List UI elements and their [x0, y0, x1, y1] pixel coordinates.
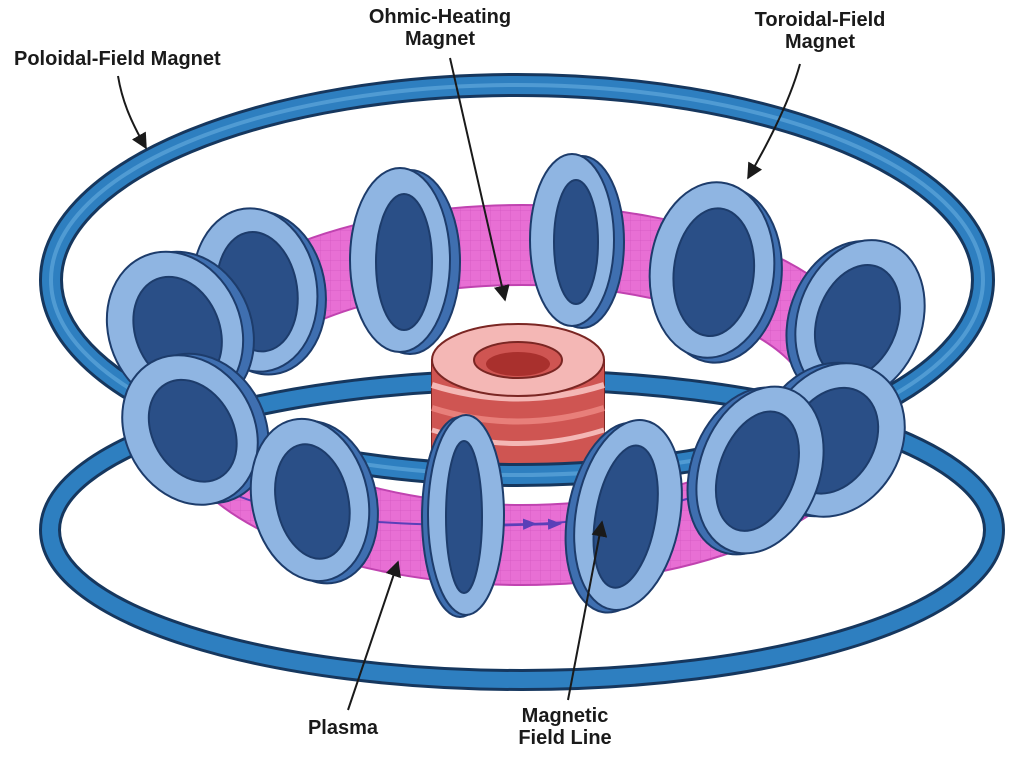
tf-coil-left-2 — [121, 352, 270, 506]
label-line-1: Ohmic-Heating — [368, 6, 512, 28]
tf-coil-front-2 — [421, 414, 505, 618]
tf-coil-back-3 — [529, 153, 625, 329]
tf-coil-back-2 — [349, 167, 461, 355]
tf-coil-front-4 — [686, 385, 825, 556]
label-line-2: Magnet — [785, 31, 855, 53]
arrow-field-line — [567, 520, 608, 701]
label-line-2: Magnet — [405, 28, 475, 50]
poloidal-field-magnet-upper — [39, 73, 995, 487]
leader-arrows — [117, 57, 801, 711]
arrow-toroidal — [747, 63, 801, 180]
tf-coil-back-4 — [648, 181, 783, 364]
label-magnetic-field-line: Magnetic Field Line — [490, 705, 640, 749]
tf-coil-right-1 — [785, 239, 926, 402]
label-line-1: Magnetic — [521, 705, 609, 727]
arrow-poloidal — [117, 75, 147, 150]
label-toroidal-field-magnet: Toroidal-Field Magnet — [725, 9, 915, 53]
label-line-1: Toroidal-Field — [754, 9, 886, 31]
tf-coil-front-1 — [249, 417, 379, 585]
label-text: Poloidal-Field Magnet — [14, 48, 221, 70]
label-line-2: Field Line — [518, 727, 612, 749]
label-plasma: Plasma — [288, 717, 398, 739]
label-text: Plasma — [307, 717, 379, 739]
label-poloidal-field-magnet: Poloidal-Field Magnet — [14, 48, 221, 70]
tf-coil-front-3 — [564, 419, 683, 614]
arrow-ohmic — [449, 57, 510, 302]
toroidal-field-coils-front — [105, 239, 926, 618]
arrow-plasma — [347, 560, 401, 711]
label-ohmic-heating-magnet: Ohmic-Heating Magnet — [345, 6, 535, 50]
